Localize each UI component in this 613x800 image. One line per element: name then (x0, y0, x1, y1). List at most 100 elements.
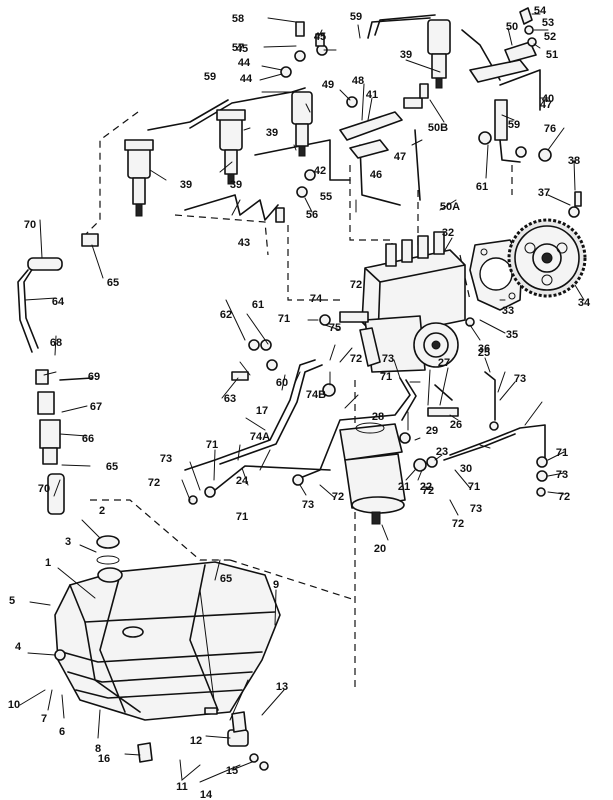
callout-label: 10 (8, 699, 20, 711)
callout-label: 14 (200, 789, 213, 800)
callout-label: 40 (542, 93, 554, 105)
callout-label: 49 (322, 79, 334, 91)
callout-label: 57 (232, 42, 244, 54)
callout-label: 66 (82, 433, 94, 445)
leader-lines (19, 13, 585, 783)
callout-label: 61 (252, 299, 264, 311)
callout-label: 25 (478, 347, 490, 359)
callout-label: 21 (398, 481, 410, 493)
callout-label: 68 (50, 337, 62, 349)
callout-label: 65 (106, 461, 118, 473)
pump-drive-gear (507, 218, 587, 298)
callout-label: 59 (204, 71, 216, 83)
callout-label: 37 (538, 187, 550, 199)
callout-label: 72 (422, 485, 434, 497)
injection-pump (339, 231, 466, 373)
callout-label: 71 (556, 447, 568, 459)
callout-label: 62 (220, 309, 232, 321)
small-fittings (188, 7, 582, 505)
callout-label: 39 (266, 127, 278, 139)
injector-second (216, 109, 246, 185)
callout-label: 33 (502, 305, 514, 317)
callout-label: 2 (99, 505, 105, 517)
callout-label: 72 (452, 518, 464, 530)
callout-label: 61 (476, 181, 488, 193)
callout-label: 55 (320, 191, 332, 203)
callout-label: 71 (236, 511, 248, 523)
callout-label: 7 (41, 713, 47, 725)
callout-label: 50 (506, 21, 518, 33)
callout-label: 75 (329, 322, 341, 334)
callout-label: 23 (436, 446, 448, 458)
callout-label: 28 (372, 411, 384, 423)
callout-label: 43 (238, 237, 250, 249)
fuel-lines (17, 267, 546, 491)
callout-label: 47 (540, 99, 552, 111)
callout-label: 44 (238, 57, 251, 69)
callout-label: 76 (544, 123, 556, 135)
callout-label: 3 (65, 536, 71, 548)
callout-label: 70 (38, 483, 50, 495)
callout-label: 71 (278, 313, 290, 325)
callout-label: 65 (220, 573, 232, 585)
callout-label: 69 (88, 371, 100, 383)
callout-label: 36 (478, 343, 490, 355)
callout-label: 67 (90, 401, 102, 413)
fuel-tank (54, 535, 281, 721)
callout-label: 59 (350, 11, 362, 23)
callout-label: 45 (314, 31, 326, 43)
injector-third (291, 91, 313, 157)
callout-label: 73 (470, 503, 482, 515)
callout-label: 71 (206, 439, 218, 451)
callout-label: 60 (276, 377, 288, 389)
callout-label: 56 (306, 209, 318, 221)
callout-label: 73 (556, 469, 568, 481)
callout-label: 58 (232, 13, 244, 25)
callout-label: 17 (256, 405, 268, 417)
callout-label: 20 (374, 543, 386, 555)
injection-lines (147, 14, 541, 221)
fuel-shutoff-valve (137, 707, 269, 771)
fuel-filter (339, 422, 406, 525)
callout-label: 52 (544, 31, 556, 43)
callout-label: 45 (236, 43, 248, 55)
callout-label: 16 (98, 753, 110, 765)
return-line-right (478, 99, 527, 163)
callout-label: 11 (176, 781, 188, 793)
callout-label: 73 (514, 373, 526, 385)
callout-label: 35 (506, 329, 518, 341)
callout-label: 72 (350, 279, 362, 291)
callout-label: 73 (302, 499, 314, 511)
callout-label: 72 (332, 491, 344, 503)
callout-label: 50A (440, 201, 460, 213)
callout-label: 74B (306, 389, 326, 401)
callout-label: 34 (578, 297, 591, 309)
callout-label: 72 (350, 353, 362, 365)
callout-label: 39 (230, 179, 242, 191)
callout-label: 70 (24, 219, 36, 231)
callout-label: 63 (224, 393, 236, 405)
injector-front-left (124, 139, 154, 217)
callout-label: 71 (468, 481, 480, 493)
callout-label: 54 (534, 5, 547, 17)
callout-label: 59 (508, 119, 520, 131)
leak-off-brackets (339, 41, 537, 159)
callout-label: 73 (382, 353, 394, 365)
callout-label: 39 (400, 49, 412, 61)
callout-label: 48 (352, 75, 364, 87)
callout-label: 27 (438, 357, 450, 369)
callout-label: 4 (15, 641, 22, 653)
injector-rear (427, 19, 451, 89)
callout-label: 39 (180, 179, 192, 191)
callout-label: 30 (460, 463, 472, 475)
callout-label: 15 (226, 765, 238, 777)
callout-label: 6 (59, 726, 65, 738)
callout-label: 9 (273, 579, 279, 591)
callout-label: 74A (250, 431, 270, 443)
callout-label: 47 (394, 151, 406, 163)
callout-label: 42 (314, 165, 326, 177)
callout-label: 32 (442, 227, 454, 239)
